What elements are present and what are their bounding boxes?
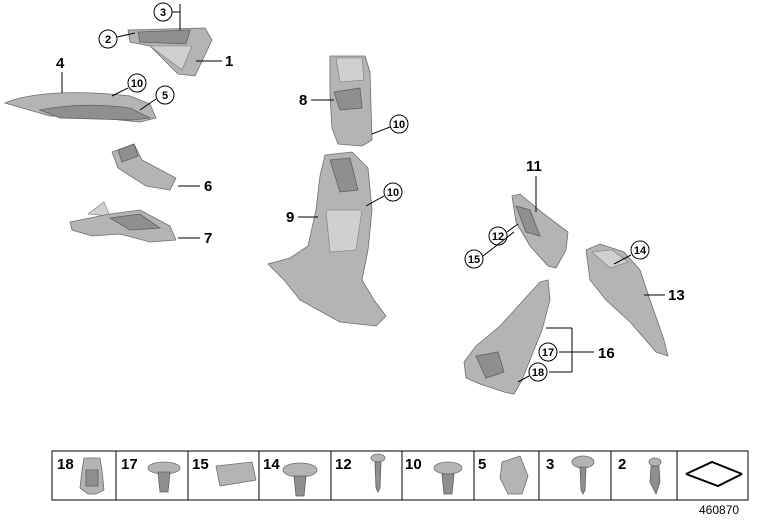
callout-circle-10b (389, 114, 409, 134)
callout-9: 9 (286, 209, 294, 226)
callout-12: 12 (492, 231, 504, 243)
callout-17: 17 (542, 347, 554, 359)
diagram-number: 460870 (699, 503, 739, 517)
table-cell-label: 14 (263, 456, 280, 473)
part-16-trim (463, 279, 551, 395)
callout-4: 4 (56, 55, 65, 72)
callout-circle-5 (155, 85, 175, 105)
part-1-trim (127, 27, 213, 77)
callout-circle-10a (127, 73, 147, 93)
diagram-symbol-icon (685, 460, 743, 488)
callout-circle-15 (464, 249, 484, 269)
part-13-trim (585, 243, 669, 357)
callout-circle-17 (538, 342, 558, 362)
callout-2: 2 (105, 34, 111, 46)
clip-10-icon (433, 461, 463, 495)
callout-11: 11 (526, 158, 542, 175)
screw-2-icon (648, 457, 662, 496)
callout-15: 15 (468, 254, 480, 266)
part-8-trim (329, 55, 373, 147)
table-cell-label: 18 (57, 456, 74, 473)
part-11-trim (511, 193, 569, 269)
table-cell-label: 17 (121, 456, 138, 473)
callout-14: 14 (634, 245, 647, 257)
callout-18: 18 (532, 367, 544, 379)
callout-3: 3 (160, 7, 166, 19)
screw-3-icon (571, 455, 595, 495)
callout-16: 16 (598, 345, 615, 362)
callout-circle-14 (630, 240, 650, 260)
callout-10c: 10 (387, 187, 399, 199)
callout-13: 13 (668, 287, 685, 304)
part-7-trim (69, 201, 177, 243)
table-cell-label: 12 (335, 456, 352, 473)
clip-15-icon (215, 461, 257, 487)
callout-circle-18 (528, 362, 548, 382)
callout-10b: 10 (393, 119, 405, 131)
clip-17-icon (147, 461, 181, 493)
table-cell-label: 5 (478, 456, 486, 473)
part-4-trim (3, 92, 157, 123)
part-9-trim (267, 151, 387, 327)
callout-6: 6 (204, 178, 212, 195)
callout-circle-10c (383, 182, 403, 202)
part-6-trim (111, 143, 177, 191)
screw-12-icon (370, 453, 386, 493)
clip-18-icon (79, 457, 105, 495)
callout-5: 5 (162, 90, 168, 102)
clip-5-icon (499, 455, 529, 495)
callout-7: 7 (204, 230, 212, 247)
callout-10a: 10 (131, 78, 143, 90)
callout-8: 8 (299, 92, 307, 109)
table-cell-label: 15 (192, 456, 209, 473)
table-cell-label: 3 (546, 456, 554, 473)
callout-1: 1 (225, 53, 233, 70)
callout-circle-2 (98, 29, 118, 49)
parts-table: 18 17 15 14 12 10 5 3 2 (51, 450, 749, 501)
table-cell-label: 2 (618, 456, 626, 473)
table-cell-label: 10 (405, 456, 422, 473)
clip-14-icon (282, 462, 318, 497)
